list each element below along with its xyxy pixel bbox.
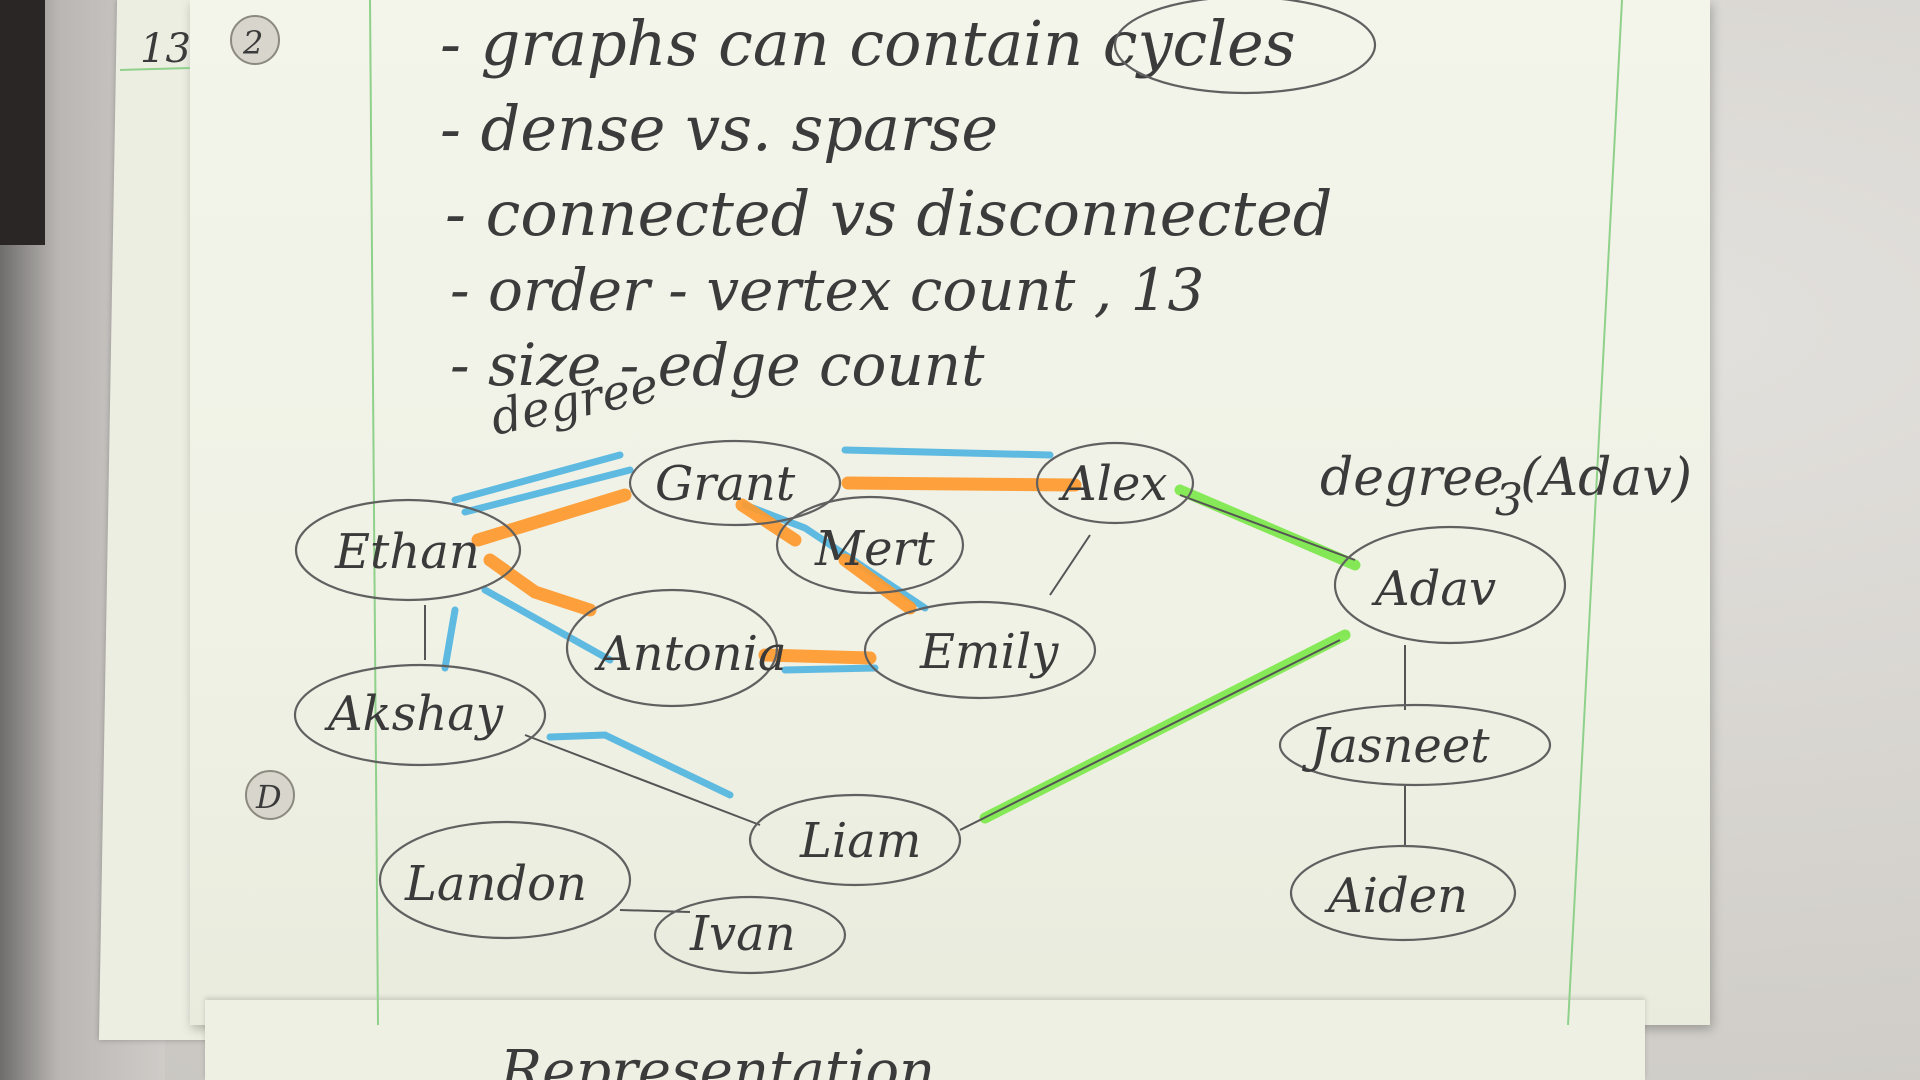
cycles-circle [1113, 0, 1377, 95]
next-page-heading: Representation [499, 1039, 935, 1080]
node-mert: Mert [814, 521, 936, 577]
node-aiden: Aiden [1324, 868, 1468, 924]
page-number: 13 [140, 26, 191, 72]
node-ethan: Ethan [334, 524, 480, 580]
node-ellipse-ivan [653, 895, 847, 975]
degree-value: 3 [1495, 475, 1523, 526]
dark-object [0, 0, 45, 245]
punch-hole-top [230, 15, 280, 65]
node-landon: Landon [404, 856, 587, 912]
node-antonia: Antonia [594, 626, 787, 682]
margin-line-left [369, 0, 379, 1026]
node-jasneet: Jasneet [1301, 718, 1490, 774]
margin-line-right [1567, 0, 1623, 1026]
node-liam: Liam [799, 813, 921, 869]
pencil-edges [424, 494, 1406, 913]
node-ellipse-akshay [293, 663, 547, 767]
notebook-page [190, 0, 1710, 1025]
node-ellipse-emily [863, 600, 1097, 700]
note-line-2: - dense vs. sparse [440, 92, 998, 165]
node-alex: Alex [1058, 456, 1168, 512]
node-ellipse-landon [378, 820, 632, 940]
node-ellipse-ethan [294, 498, 522, 602]
node-ellipse-jasneet [1278, 703, 1552, 787]
node-ellipse-grant [628, 439, 842, 527]
node-akshay: Akshay [324, 686, 504, 742]
node-ivan: Ivan [689, 906, 796, 962]
degree-annotation: degree (Adav) [1320, 448, 1692, 508]
node-adav: Adav [1371, 561, 1496, 617]
node-grant: Grant [655, 456, 796, 512]
node-ellipse-alex [1035, 441, 1195, 525]
next-page [205, 1000, 1645, 1080]
punch-hole-bottom [245, 770, 295, 820]
node-ellipse-antonia [565, 588, 779, 708]
graph-nodes: Ethan Grant Alex Mert Antonia Emily Aksh… [293, 439, 1567, 975]
note-line-3: - connected vs disconnected [445, 177, 1333, 250]
node-ellipse-mert [775, 495, 965, 595]
margin-line-back [119, 67, 191, 71]
hole-mark-bottom: D [255, 778, 282, 816]
note-line-5: - size - edge count [450, 331, 985, 399]
note-line-1: - graphs can contain cycles [440, 7, 1296, 80]
node-ellipse-adav [1333, 525, 1567, 645]
note-line-4: - order - vertex count , 13 [450, 256, 1204, 324]
node-ellipse-liam [748, 793, 962, 887]
blue-highlight-edges [441, 446, 1054, 799]
node-emily: Emily [919, 624, 1059, 680]
node-ellipse-aiden [1289, 844, 1517, 942]
hole-mark-top: 2 [242, 24, 263, 62]
